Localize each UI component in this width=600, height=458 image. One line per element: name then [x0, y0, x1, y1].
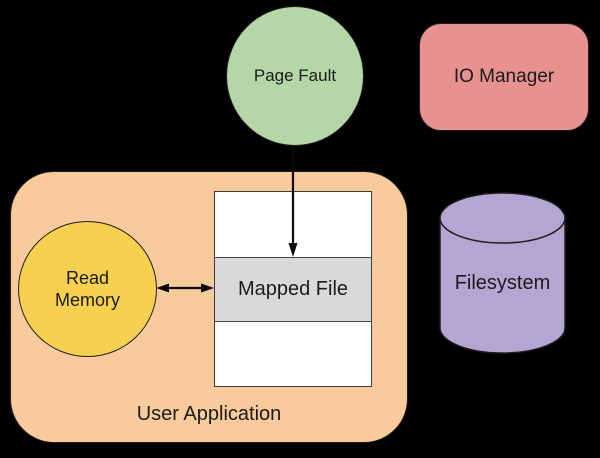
io-manager-label: IO Manager — [453, 66, 555, 87]
mapped-file-row-top — [215, 192, 371, 257]
read-memory-label: Read Memory — [54, 267, 120, 311]
user-application-label: User Application — [136, 403, 282, 425]
mapped-file-row-bottom — [215, 322, 371, 386]
filesystem-cylinder-shape — [439, 192, 566, 354]
node-io-manager: IO Manager — [419, 23, 589, 131]
mapped-file-label: Mapped File — [237, 277, 349, 300]
node-read-memory: Read Memory — [18, 221, 157, 357]
cylinder-body — [439, 218, 566, 354]
node-page-fault: Page Fault — [226, 6, 364, 146]
node-filesystem: Filesystem — [439, 192, 566, 354]
cylinder-top — [439, 192, 566, 244]
mapped-file-row-mid: Mapped File — [215, 256, 371, 323]
page-fault-label: Page Fault — [253, 66, 337, 85]
filesystem-label: Filesystem — [454, 272, 551, 294]
node-mapped-file-stack: Mapped File — [214, 191, 372, 387]
